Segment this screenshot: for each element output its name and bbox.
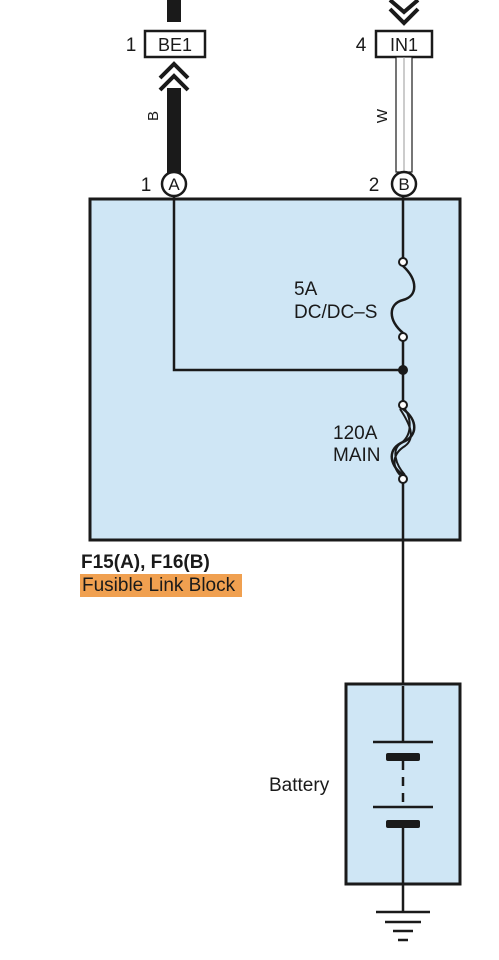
wire-in1-color: W <box>374 108 391 123</box>
block-reference: F15(A), F16(B) <box>81 552 210 573</box>
connector-in1-pin: 4 <box>356 35 367 56</box>
battery-cell-icon <box>373 686 433 912</box>
pin-b-letter: B <box>398 175 409 194</box>
wire-be1-color: B <box>145 111 162 121</box>
pin-a-letter: A <box>168 175 180 194</box>
wire-in1 <box>395 56 413 173</box>
battery-label: Battery <box>269 775 330 796</box>
double-chevron-icon <box>388 0 420 26</box>
fuse1-name: DC/DC–S <box>294 302 377 323</box>
connector-be1-box <box>143 29 207 59</box>
pin-b-number: 2 <box>369 175 380 196</box>
fuse2-rating: 120A <box>333 423 378 444</box>
connector-in1-label: IN1 <box>390 35 418 55</box>
junction-dot <box>398 365 408 375</box>
wire-be1 <box>167 0 181 174</box>
connector-be1-label: BE1 <box>158 35 192 55</box>
ground-icon <box>376 910 430 942</box>
block-description-highlight <box>80 574 242 597</box>
connector-be1-pin: 1 <box>126 35 137 56</box>
block-description: Fusible Link Block <box>82 575 236 596</box>
pin-a-number: 1 <box>141 175 152 196</box>
fuse-icon <box>390 257 416 342</box>
fusible-link-icon <box>390 400 416 484</box>
double-chevron-icon <box>158 61 190 92</box>
fuse2-name: MAIN <box>333 445 381 466</box>
internal-wiring <box>172 196 405 686</box>
fuse1-rating: 5A <box>294 279 318 300</box>
